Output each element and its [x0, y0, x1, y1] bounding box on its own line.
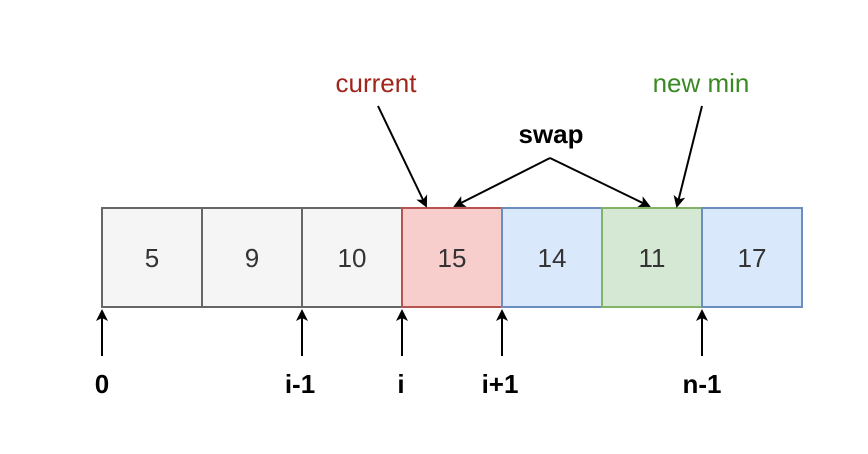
index-label-i-minus-1: i-1: [285, 369, 315, 399]
index-label-n-minus-1: n-1: [683, 369, 722, 399]
array-cell-6: 17: [701, 207, 803, 308]
array: 5 9 10 15 14 11: [101, 207, 803, 308]
current-label: current: [336, 68, 418, 98]
cell-value: 5: [145, 243, 159, 273]
cell-value: 17: [738, 243, 767, 273]
new-min-label: new min: [653, 68, 750, 98]
cell-value: 15: [438, 243, 467, 273]
swap-arrow-left: [453, 157, 551, 207]
index-label-i-plus-1: i+1: [482, 369, 519, 399]
array-cell-3-current: 15: [401, 207, 503, 308]
swap-label: swap: [518, 119, 583, 149]
array-cell-2: 10: [301, 207, 403, 308]
new-min-pointer-arrow: [673, 105, 703, 208]
index-label-0: 0: [95, 369, 109, 399]
index-label-i: i: [397, 369, 404, 399]
cell-value: 11: [639, 243, 666, 273]
swap-arrow-right: [549, 157, 651, 208]
array-cell-5-new-min: 11: [601, 207, 703, 308]
array-cell-4: 14: [501, 207, 603, 308]
cell-value: 14: [538, 243, 567, 273]
array-cell-1: 9: [201, 207, 303, 308]
cell-value: 10: [338, 243, 367, 273]
cell-value: 9: [245, 243, 259, 273]
current-pointer-arrow: [377, 105, 428, 208]
array-cell-0: 5: [101, 207, 203, 308]
